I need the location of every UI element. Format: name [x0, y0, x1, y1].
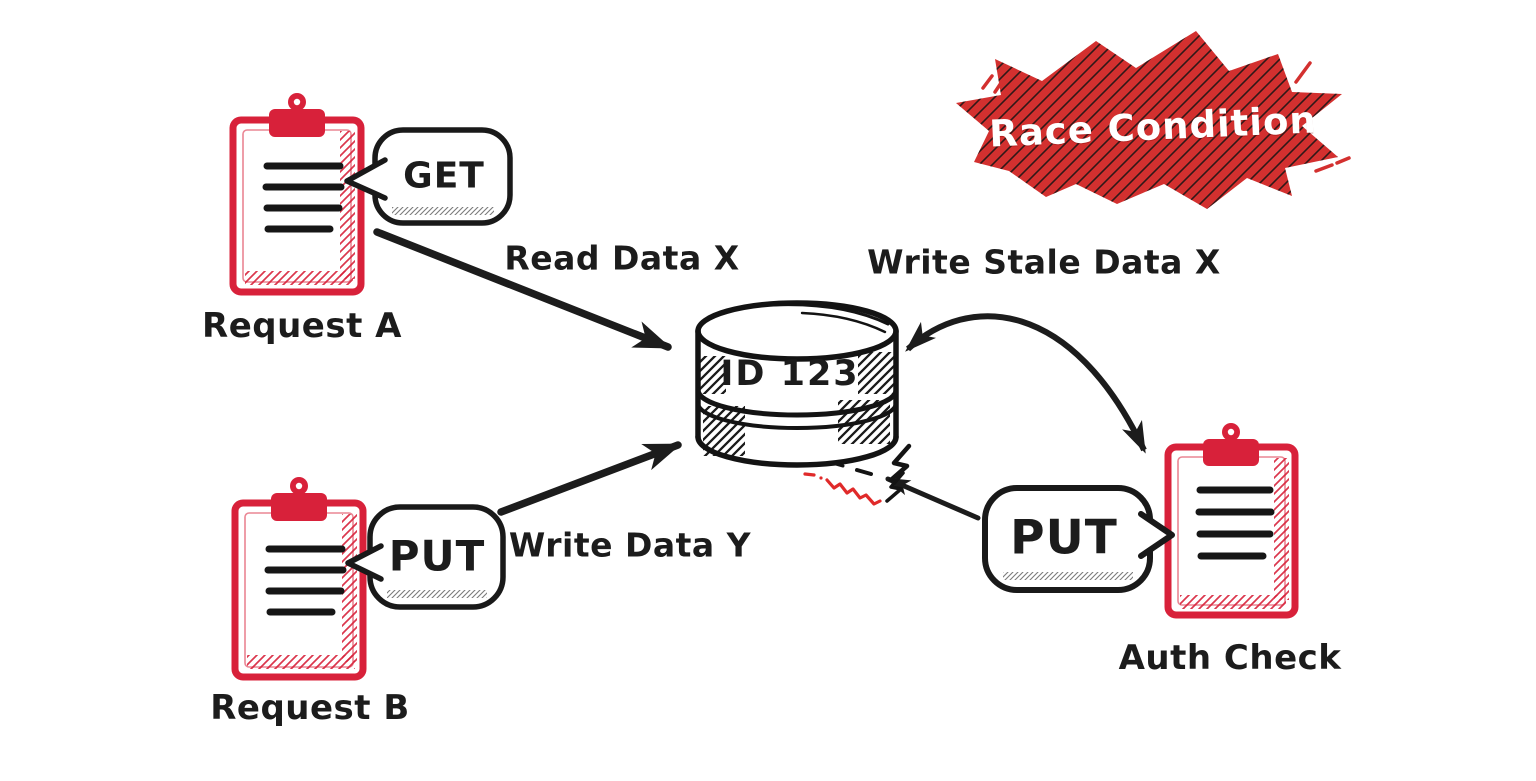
write-data-edge-label: Write Data Y — [508, 525, 752, 565]
race-condition-burst — [956, 31, 1351, 209]
get-bubble-sketch-ticks — [392, 207, 494, 215]
read-data-arrow — [373, 228, 672, 351]
db-rim-detail-2 — [800, 311, 887, 334]
clipboard-a-clip — [269, 93, 325, 137]
write-data-arrow — [497, 441, 682, 516]
db-shading-1 — [700, 356, 726, 394]
impact-zigzag — [834, 443, 912, 503]
db-divider-arc-2 — [696, 401, 898, 430]
clipboard-auth-clip — [1203, 423, 1259, 466]
clipboard-auth-text-lines — [1195, 486, 1275, 560]
put-auth-bubble-tail — [1138, 511, 1175, 559]
db-rim-detail-1 — [770, 303, 890, 326]
request-a-caption: Request A — [202, 306, 402, 346]
burst-hatch-texture — [956, 31, 1342, 209]
clipboard-auth-edge-shading — [1274, 458, 1289, 600]
put-b-bubble-sketch-ticks — [387, 590, 487, 598]
database-id-label: ID 123 — [720, 354, 860, 394]
clipboard-a-text-lines — [262, 162, 345, 233]
put-bubble-auth — [982, 485, 1175, 593]
stale-write-edge-label: Write Stale Data X — [867, 242, 1221, 282]
db-top-ellipse — [695, 300, 899, 362]
put-bubble-request-b — [345, 504, 506, 610]
get-bubble — [344, 127, 513, 226]
database-cylinder — [695, 300, 899, 468]
auth-check-caption: Auth Check — [1118, 638, 1342, 678]
stale-write-arrow — [905, 313, 1147, 454]
db-shading-2 — [858, 352, 894, 394]
clipboard-request-a — [229, 93, 365, 296]
conflict-squiggle — [803, 472, 882, 506]
clipboard-b-clip — [271, 477, 327, 521]
clipboard-auth-bottom-shading — [1180, 595, 1286, 609]
clipboard-a-edge-shading — [340, 131, 355, 279]
put-auth-bubble-sketch-ticks — [1003, 572, 1133, 580]
clipboard-b-bottom-shading — [247, 655, 355, 669]
clipboard-request-b — [231, 477, 367, 681]
auth-put-arrow — [885, 476, 981, 521]
put-method-label-auth: PUT — [1010, 510, 1118, 566]
clipboard-auth-check — [1164, 423, 1299, 619]
get-method-label: GET — [403, 155, 485, 197]
clipboard-b-edge-shading — [342, 514, 357, 662]
db-divider-arc-1 — [695, 387, 899, 418]
read-data-edge-label: Read Data X — [504, 238, 740, 278]
put-method-label-request-b: PUT — [388, 531, 486, 581]
put-b-bubble-tail — [345, 543, 384, 582]
get-bubble-tail — [344, 157, 388, 201]
db-bottom-arc — [695, 434, 899, 468]
burst-accent-dashes — [981, 61, 1351, 173]
clipboard-b-text-lines — [264, 545, 347, 616]
request-b-caption: Request B — [210, 688, 410, 728]
clipboard-a-bottom-shading — [245, 271, 353, 285]
